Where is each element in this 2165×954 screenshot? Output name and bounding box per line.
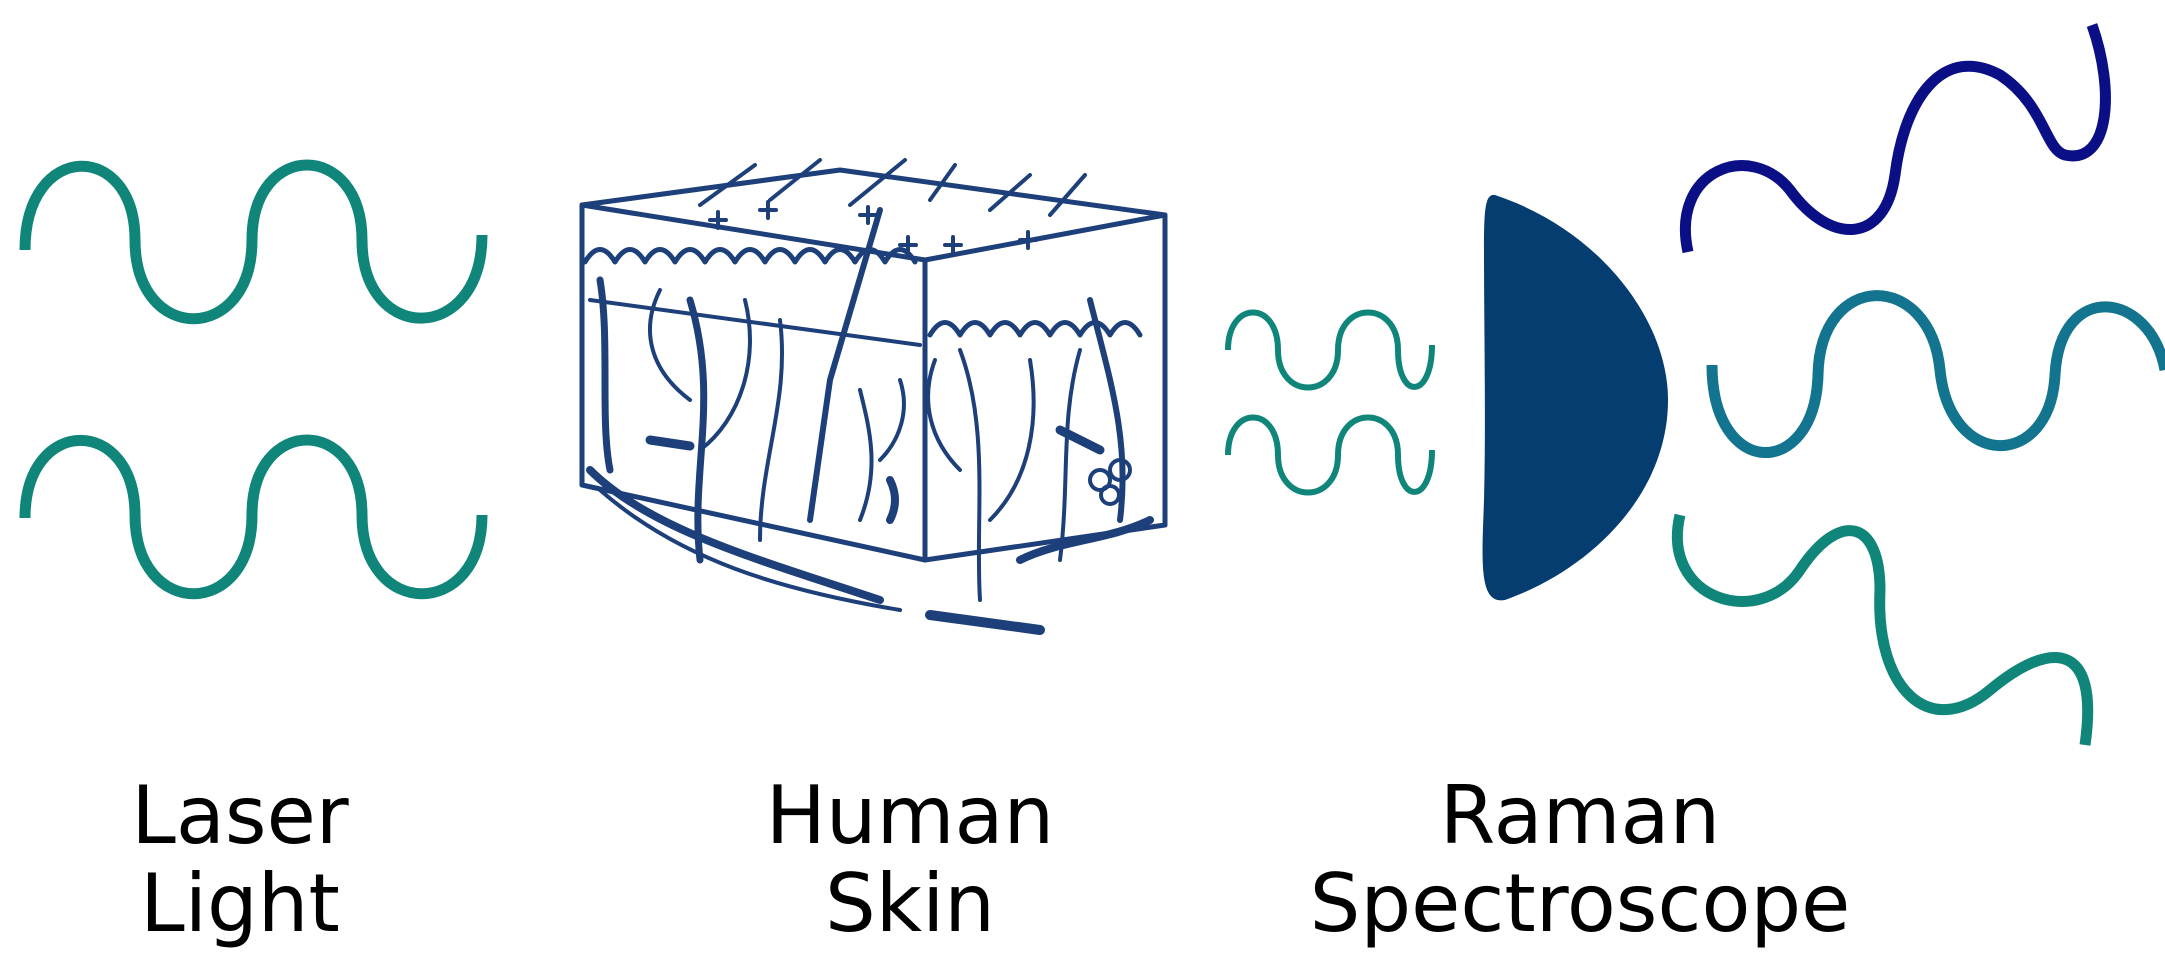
scattered-wave-icon <box>1677 25 2165 745</box>
incoming-wave-icon <box>1228 313 1432 493</box>
skin-cross-section-icon <box>582 160 1165 630</box>
spectroscope-lens-icon <box>1483 195 1668 601</box>
label-human-skin: Human Skin <box>730 772 1090 948</box>
laser-wave-icon <box>25 165 482 594</box>
scattered-wave-mid <box>1712 296 2165 453</box>
label-raman-spectroscope: Raman Spectroscope <box>1250 772 1910 948</box>
incoming-wave-bottom <box>1228 418 1432 493</box>
laser-wave-top <box>25 165 482 319</box>
incoming-wave-top <box>1228 313 1432 388</box>
label-laser-light: Laser Light <box>90 772 390 948</box>
scattered-wave-teal <box>1677 515 2087 745</box>
label-laser-line2: Light <box>90 860 390 948</box>
scattered-wave-navy <box>1685 25 2105 252</box>
label-raman-line2: Spectroscope <box>1250 860 1910 948</box>
label-laser-line1: Laser <box>90 772 390 860</box>
label-raman-line1: Raman <box>1250 772 1910 860</box>
label-skin-line2: Skin <box>730 860 1090 948</box>
label-skin-line1: Human <box>730 772 1090 860</box>
laser-wave-bottom <box>25 440 482 594</box>
